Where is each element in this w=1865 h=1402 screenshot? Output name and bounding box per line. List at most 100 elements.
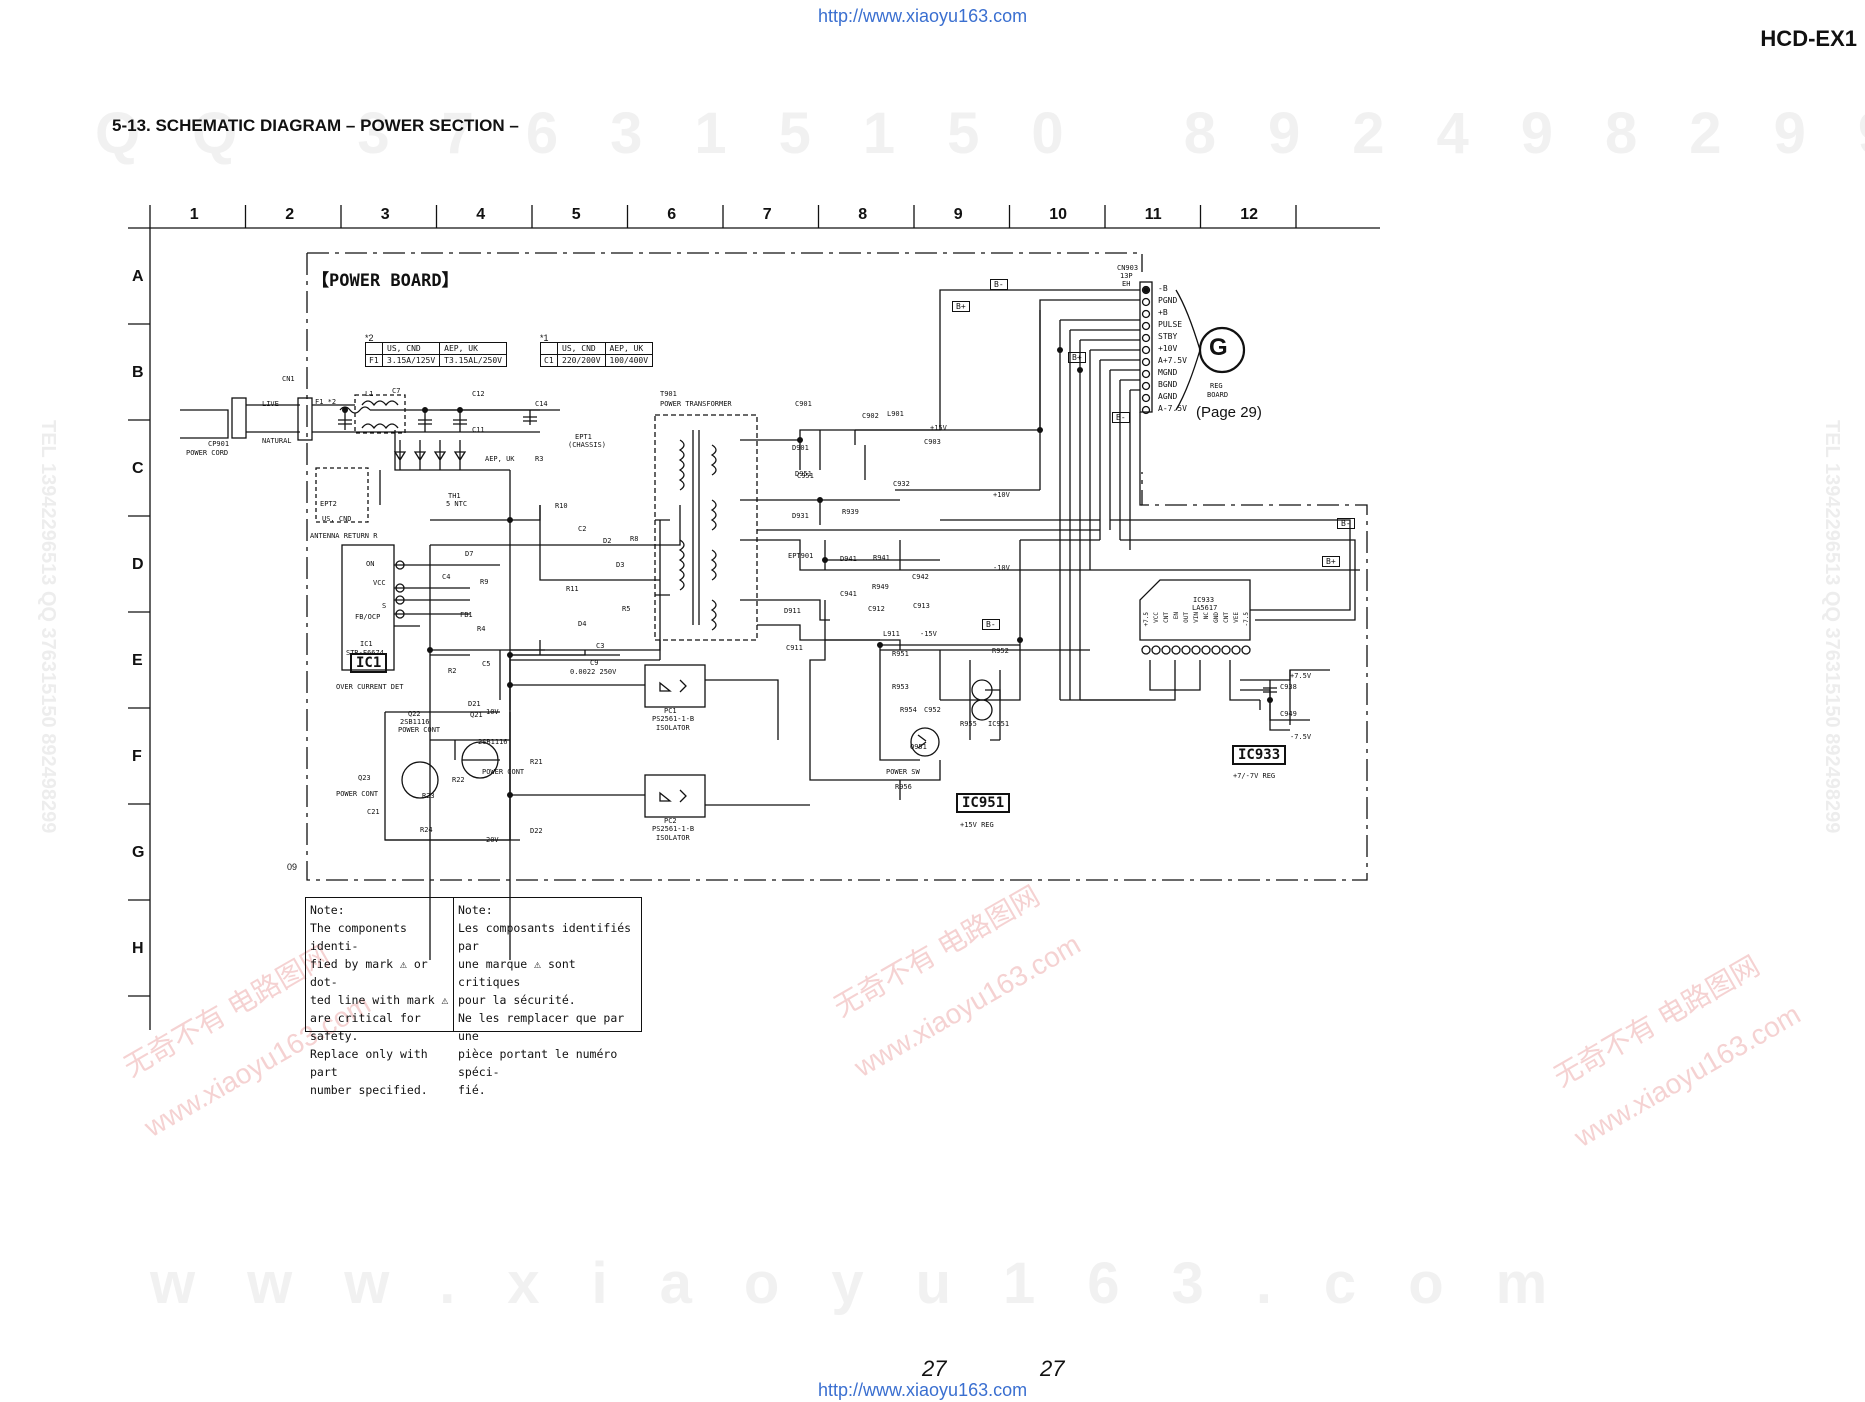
note-fr-line: fié.: [458, 1083, 486, 1097]
label-c938: C938: [1280, 683, 1297, 691]
label-r939: R939: [842, 508, 859, 516]
table2-mark: *1: [540, 333, 549, 343]
label-vcc: VCC: [373, 579, 386, 587]
label-isolator: ISOLATOR: [656, 724, 690, 732]
label-cn1: CN1: [282, 375, 295, 383]
footer-url[interactable]: http://www.xiaoyu163.com: [818, 1380, 1028, 1400]
label-th1: TH1: [448, 492, 461, 500]
cn903-pin: MGND: [1158, 368, 1178, 377]
cn903-pin: +10V: [1158, 344, 1178, 353]
label-us-cnd: US, CND: [322, 515, 352, 523]
label-aep-uk: AEP, UK: [485, 455, 515, 463]
watermark-bottom-row: www.xiaoyu163.com: [150, 1251, 1600, 1316]
cn903-pin: -B: [1158, 284, 1168, 293]
ic933-pin-name: -7.5: [1243, 612, 1250, 627]
label-l901: L901: [887, 410, 904, 418]
label-c942: C942: [912, 573, 929, 581]
label-r949: R949: [872, 583, 889, 591]
ic933-pin-name: VEE: [1233, 612, 1240, 623]
label-c911: C911: [786, 644, 803, 652]
note-fr-line: Ne les remplacer que par une: [458, 1011, 625, 1043]
grid-col-1: 1: [189, 206, 199, 223]
grid-col-3: 3: [380, 206, 390, 223]
grid-row-C: C: [132, 460, 144, 477]
bus-tag: B-: [1337, 518, 1355, 529]
label-ic951-func: +15V REG: [960, 821, 994, 829]
label-chassis: (CHASSIS): [568, 441, 606, 449]
label-d4: D4: [578, 620, 587, 628]
cn903-pin: +B: [1158, 308, 1168, 317]
label-c951: C951: [797, 472, 814, 480]
cn903-pin: A-7.5V: [1158, 404, 1187, 413]
label-ept1: EPT1: [575, 433, 592, 441]
grid-row-B: B: [132, 364, 144, 381]
reg-board-target: G: [1209, 334, 1228, 361]
table1-mark: *2: [365, 333, 374, 343]
model-number: HCD-EX1: [1760, 26, 1857, 51]
label-t901: T901: [660, 390, 677, 398]
cn903-pin: BGND: [1158, 380, 1178, 389]
grid-row-G: G: [132, 844, 145, 861]
grid-row-F: F: [132, 748, 142, 765]
ic951-box: IC951: [956, 793, 1011, 813]
note-en-line: fied by mark ⚠ or dot-: [310, 957, 428, 989]
bus-tag: B-: [982, 619, 1000, 630]
header-url[interactable]: http://www.xiaoyu163.com: [818, 6, 1028, 26]
label-s: S: [382, 602, 387, 610]
label-over-current: OVER CURRENT DET: [336, 683, 404, 691]
label-r3: R3: [535, 455, 544, 463]
label-power-cont: POWER CONT: [482, 768, 525, 776]
grid-col-12: 12: [1240, 206, 1259, 223]
label-r5: R5: [622, 605, 631, 613]
label-r8: R8: [630, 535, 639, 543]
label-pc1: PC1: [664, 707, 677, 715]
label-c4: C4: [442, 573, 451, 581]
label-v10: 10V: [486, 708, 499, 716]
board-name: 【POWER BOARD】: [312, 271, 459, 291]
label-c952: C952: [924, 706, 941, 714]
label-antenna: ANTENNA RETURN R: [310, 532, 378, 540]
label-power-cont: POWER CONT: [398, 726, 441, 734]
label-c902: C902: [862, 412, 879, 420]
label-r22: R22: [452, 776, 465, 784]
label-p75: +7.5V: [1290, 672, 1312, 680]
cn903-pin: PULSE: [1158, 320, 1183, 329]
label-f1: F1 *2: [315, 398, 337, 406]
label-c941: C941: [840, 590, 857, 598]
label-p15: +15V: [930, 424, 947, 432]
label-c932: C932: [893, 480, 910, 488]
bus-tag: B+: [1068, 352, 1086, 363]
label-ntc: 5 NTC: [446, 500, 468, 508]
cn903-pin: STBY: [1158, 332, 1178, 341]
note-en-line: number specified.: [310, 1083, 428, 1097]
label-r9: R9: [480, 578, 489, 586]
ic933-pin-name: CNT: [1163, 612, 1170, 623]
connector-text: REG: [1210, 382, 1223, 390]
label-c5: C5: [482, 660, 491, 668]
bus-tag: B+: [952, 301, 970, 312]
notes-box: Note: The components identi-fied by mark…: [305, 897, 642, 1097]
label-d2: D2: [603, 537, 612, 545]
label-c3: C3: [596, 642, 605, 650]
ic933-pin-name: EN: [1173, 612, 1180, 620]
note-fr-line: une marque ⚠ sont critiques: [458, 957, 576, 989]
label-c21: C21: [367, 808, 380, 816]
connector-text: BOARD: [1207, 391, 1229, 399]
label-ept901: EPT901: [788, 552, 814, 560]
grid-row-A: A: [132, 268, 144, 285]
label-ic933-func: +7/-7V REG: [1233, 772, 1276, 780]
label-q951: Q951: [910, 743, 927, 751]
page-reference[interactable]: (Page 29): [1196, 404, 1262, 421]
grid-col-9: 9: [953, 206, 963, 223]
label-live: LIVE: [262, 400, 279, 408]
ic933-pin-name: VCC: [1153, 612, 1160, 623]
label-fb: FB/OCP: [355, 613, 381, 621]
grid-col-4: 4: [476, 206, 486, 223]
watermark-side-left: TEL 13942296513 QQ 376315150 892498299: [37, 420, 59, 834]
note-en-line: are critical for safety.: [310, 1011, 421, 1043]
grid-col-8: 8: [858, 206, 868, 223]
label-c912: C912: [868, 605, 885, 613]
